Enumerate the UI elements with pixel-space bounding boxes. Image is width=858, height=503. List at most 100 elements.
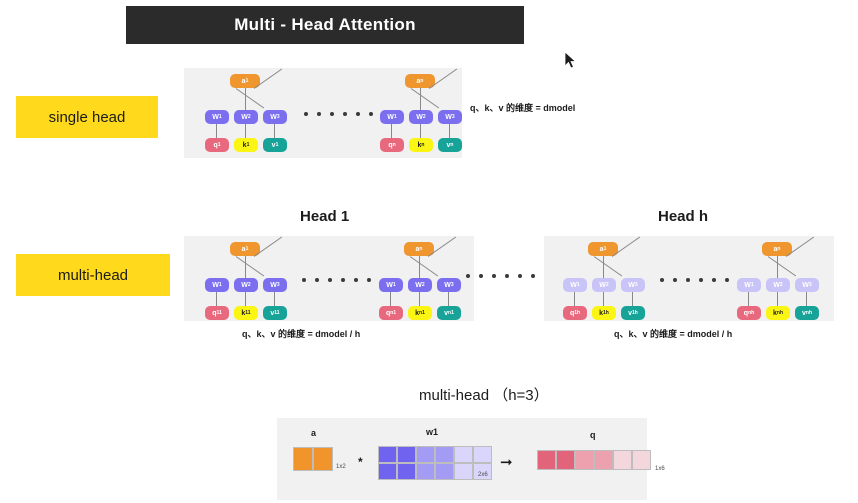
dot [725,278,729,282]
dot [302,278,306,282]
edge-w2-k [777,292,778,306]
node-w2-base: W [415,281,422,289]
dots-single-head [304,112,373,116]
node-w2-base: W [241,281,248,289]
node-k-base: k [417,141,422,149]
node-w1-sub: 1 [750,281,754,288]
node-v-base: v [446,141,451,149]
node-q-sup: 1 [217,141,221,148]
matrix-cell [378,463,397,480]
dot [356,112,360,116]
matrix-cell [575,450,594,470]
matrix-cell [313,447,333,471]
matrix-a [293,447,333,471]
matrix-cell [594,450,613,470]
node-a-sub: 1 [245,245,249,252]
page-title: Multi - Head Attention [234,15,416,34]
matrix-a-dim: 1x2 [336,464,346,470]
note-headh-dims: q、k、v 的维度 = dmodel / h [614,329,733,339]
dot [699,278,703,282]
matrix-cell [397,446,416,463]
node-w3-base: W [802,281,809,289]
matrix-w1 [378,446,492,480]
node-w1-base: W [744,281,751,289]
node-v-sup: 11 [274,309,280,316]
node-k-sup: 1 [246,141,250,148]
node-k-sup: nh [776,309,783,316]
node-k-sup: n [421,141,425,148]
dot [660,278,664,282]
matrix-cell [556,450,575,470]
edge-w2-k [245,124,246,138]
node-a-base: a [415,245,420,253]
node-a-base: a [773,245,778,253]
node-w2-sub: 2 [247,281,251,288]
node-w3-base: W [270,281,277,289]
dot [317,112,321,116]
node-w2-sub: 2 [779,281,783,288]
matrix-cell [473,463,492,480]
caption-head-h: Head h [658,208,709,225]
mouse-cursor-icon [564,51,577,69]
node-v-base: v [270,309,275,317]
node-v-sup: nh [805,309,812,316]
node-w3-base: W [628,281,635,289]
edge-w1-q [216,124,217,138]
edge-a-w2 [603,256,604,278]
note-head1-dims: q、k、v 的维度 = dmodel / h [242,329,361,339]
matrix-cell [416,463,435,480]
edge-w2-k [420,124,421,138]
node-q-sup: 11 [216,309,222,316]
node-w3-sub: 3 [276,281,280,288]
node-w2-base: W [773,281,780,289]
label-multi-head-text: multi-head [57,266,129,284]
node-w2-base: W [416,113,423,121]
edge-w1-q [216,292,217,306]
dot [343,112,347,116]
edge-w1-q [748,292,749,306]
node-w1-base: W [387,113,394,121]
node-v-base: v [271,141,276,149]
dot [712,278,716,282]
edge-w3-v [274,292,275,306]
node-w1-sub: 1 [392,281,396,288]
matrix-cell [632,450,651,470]
node-k-sup: 11 [245,309,251,316]
node-w2-sub: 2 [605,281,609,288]
edge-w1-q [574,292,575,306]
dot [367,278,371,282]
node-k-sup: 1h [603,309,609,316]
node-a-sub: n [420,77,424,84]
node-q-sup: n1 [390,309,397,316]
node-w2-sub: 2 [422,113,426,120]
matrix-cell [293,447,313,471]
edge-w2-k [245,292,246,306]
node-w1-sub: 1 [218,281,222,288]
edge-a-w2 [420,88,421,110]
dot [328,278,332,282]
node-q-sup: 1h [574,309,581,316]
edge-a-w2 [777,256,778,278]
dots-headh-inner [660,278,729,282]
node-w3-base: W [445,113,452,121]
node-w1-sub: 1 [576,281,580,288]
dot [673,278,677,282]
node-k-base: k [415,309,420,317]
edge-w3-v [449,124,450,138]
